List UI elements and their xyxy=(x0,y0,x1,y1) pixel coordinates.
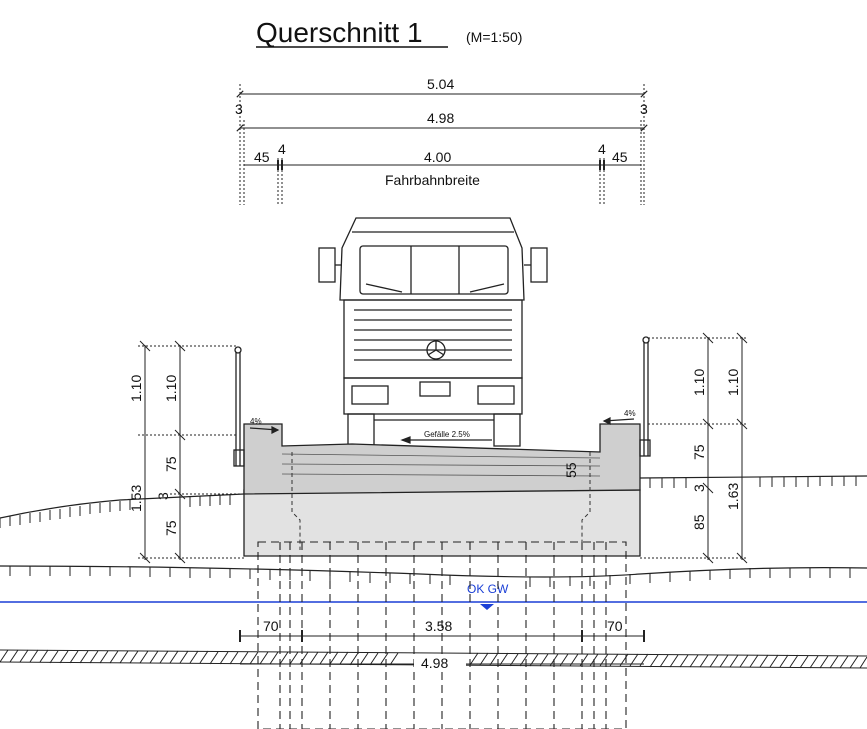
dim-bottom-right-70: 70 xyxy=(607,618,623,634)
top-dimension-chains xyxy=(236,84,648,205)
right-curb-height: 75 xyxy=(691,444,707,460)
railing-right xyxy=(639,336,651,457)
dim-edge-right: 3 xyxy=(640,101,648,117)
drawing-title: Querschnitt 1 xyxy=(256,17,423,48)
groundwater-marker-icon xyxy=(480,604,494,610)
left-rail-height-outer: 1.10 xyxy=(128,375,144,402)
cross-fall-left: 4% xyxy=(250,417,262,426)
left-step: 3 xyxy=(155,492,171,500)
foundation-label-bg xyxy=(414,654,466,670)
deck-thickness: 55 xyxy=(563,462,579,478)
left-rail-height-inner: 1.10 xyxy=(163,375,179,402)
left-vertical-dimensions xyxy=(138,340,244,564)
groundwater-label: OK GW xyxy=(467,582,509,596)
railing-left xyxy=(233,346,245,467)
right-step: 3 xyxy=(691,484,707,492)
dim-bottom-middle: 3.58 xyxy=(425,618,452,634)
dim-left-45: 45 xyxy=(254,149,270,165)
right-base-height: 85 xyxy=(691,514,707,530)
dim-edge-left: 3 xyxy=(235,101,243,117)
left-curb-height: 75 xyxy=(163,456,179,472)
deck-slope-label: Gefälle 2.5% xyxy=(424,430,470,439)
dim-inner-width: 4.98 xyxy=(427,110,454,126)
cross-fall-right: 4% xyxy=(624,409,636,418)
dim-right-4: 4 xyxy=(598,141,606,157)
bridge-structure xyxy=(243,423,641,557)
dim-foundation-width: 4.98 xyxy=(421,655,448,671)
dim-roadway-width: 4.00 xyxy=(424,149,451,165)
truck-front-view-icon xyxy=(318,217,548,447)
terrain-lines xyxy=(0,475,867,587)
left-total-height: 1.53 xyxy=(128,485,144,512)
slope-arrows xyxy=(249,417,635,444)
right-rail-height-inner: 1.10 xyxy=(691,369,707,396)
right-rail-height-outer: 1.10 xyxy=(725,369,741,396)
roadway-label: Fahrbahnbreite xyxy=(385,172,480,188)
dim-left-4: 4 xyxy=(278,141,286,157)
dim-right-45: 45 xyxy=(612,149,628,165)
dim-bottom-left-70: 70 xyxy=(263,618,279,634)
right-vertical-dimensions xyxy=(640,332,748,564)
right-total-height: 1.63 xyxy=(725,483,741,510)
left-base-height: 75 xyxy=(163,520,179,536)
scale-label: (M=1:50) xyxy=(466,29,522,45)
dim-overall-width: 5.04 xyxy=(427,76,454,92)
groundwater-label-bg xyxy=(464,580,518,596)
